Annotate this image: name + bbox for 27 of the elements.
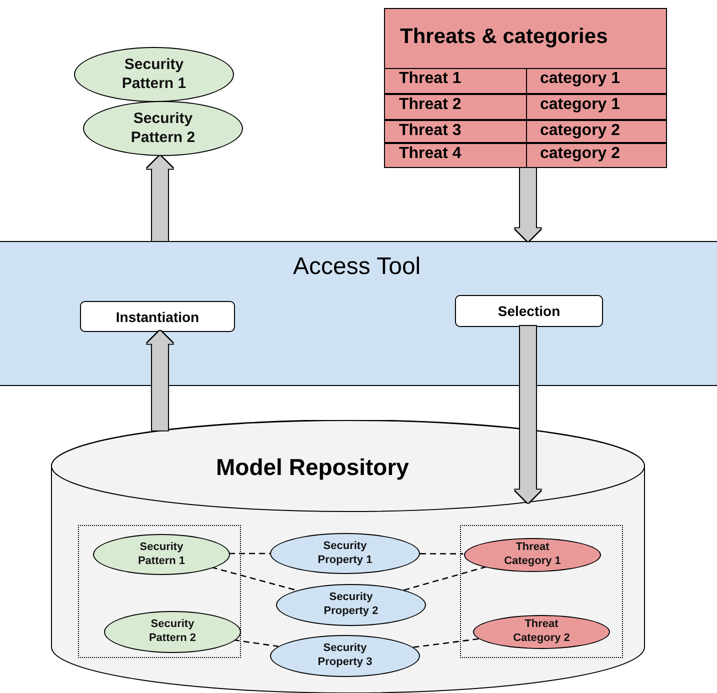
threat-table	[384, 8, 667, 168]
block-arrow	[146, 156, 174, 241]
ellipse-node: Security Pattern 1	[74, 47, 234, 102]
band-title: Access Tool	[293, 253, 421, 281]
dashed-connector	[211, 566, 298, 592]
table-cell: Threat 2	[384, 94, 527, 120]
table-cell: Threat 1	[384, 68, 527, 94]
table-cell: category 1	[526, 68, 667, 94]
table-cell: category 1	[526, 94, 667, 120]
ellipse-node: Security Pattern 2	[83, 101, 243, 156]
block-arrow	[514, 168, 542, 242]
dashed-connector	[229, 552, 270, 554]
table-heading: Threats & categories	[400, 25, 608, 49]
dashed-connector	[413, 638, 480, 648]
dashed-connector	[404, 566, 486, 591]
block-arrow	[146, 330, 174, 430]
dashed-connector	[233, 639, 278, 648]
table-cell: category 2	[526, 120, 667, 143]
block-arrow	[514, 326, 542, 503]
process-box: Instantiation	[80, 301, 235, 332]
dashed-connector	[420, 553, 463, 554]
tool-band	[0, 241, 717, 386]
repository-title: Model Repository	[216, 454, 409, 481]
group-frame	[78, 525, 241, 658]
table-cell: Threat 3	[384, 120, 527, 143]
process-box: Selection	[455, 295, 603, 327]
group-frame	[460, 525, 623, 658]
